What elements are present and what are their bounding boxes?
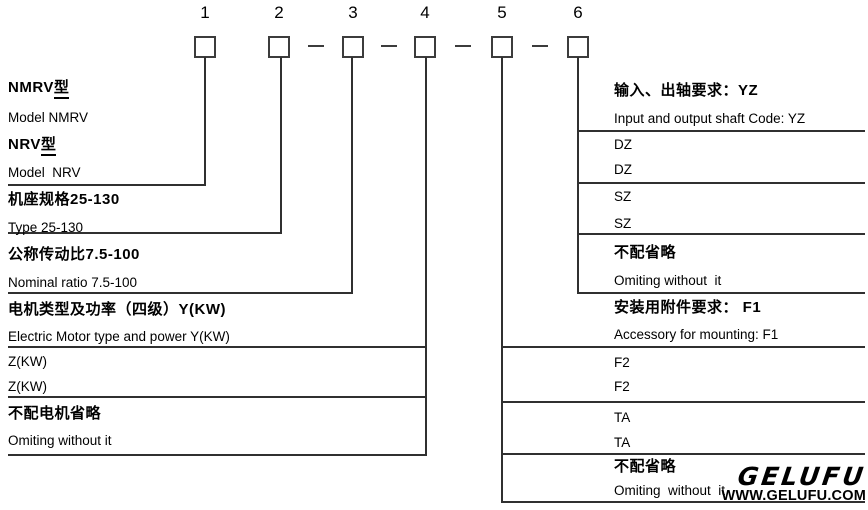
label-dz-1: DZ bbox=[614, 137, 632, 152]
group-separator-line bbox=[577, 233, 865, 235]
label-zkw-1: Z(KW) bbox=[8, 354, 47, 369]
group-separator-line bbox=[8, 346, 427, 348]
stem-line-1 bbox=[204, 57, 206, 186]
group-separator-line bbox=[8, 292, 353, 294]
label-nominal-ratio-cn: 公称传动比7.5-100 bbox=[8, 246, 140, 263]
position-number-6: 6 bbox=[573, 3, 583, 22]
label-model-nrv-en: Model NRV bbox=[8, 165, 81, 180]
label-ta-2: TA bbox=[614, 435, 631, 450]
stem-line-4 bbox=[425, 57, 427, 456]
model-type-suffix: 型 bbox=[53, 79, 70, 99]
position-number-4: 4 bbox=[420, 3, 430, 22]
label-model-nmrv-en: Model NMRV bbox=[8, 110, 89, 125]
stem-line-2 bbox=[280, 57, 282, 234]
label-dz-2: DZ bbox=[614, 162, 632, 177]
position-number-3: 3 bbox=[348, 3, 358, 22]
dash-separator bbox=[381, 45, 397, 47]
code-box-6 bbox=[567, 36, 589, 58]
model-type-suffix: 型 bbox=[40, 136, 57, 156]
group-separator-line bbox=[8, 232, 282, 234]
label-model-nmrv-cn: NMRV型 bbox=[8, 78, 70, 99]
position-number-5: 5 bbox=[497, 3, 507, 22]
code-box-4 bbox=[414, 36, 436, 58]
code-box-5 bbox=[491, 36, 513, 58]
label-omit-shaft-cn: 不配省略 bbox=[614, 244, 677, 261]
position-number-2: 2 bbox=[274, 3, 284, 22]
stem-line-5 bbox=[501, 57, 503, 503]
label-model-nrv-cn: NRV型 bbox=[8, 135, 57, 156]
model-name: NMRV bbox=[8, 79, 54, 96]
label-zkw-2: Z(KW) bbox=[8, 379, 47, 394]
group-separator-line bbox=[8, 184, 206, 186]
label-sz-1: SZ bbox=[614, 189, 632, 204]
label-shaft-code-cn: 输入、出轴要求：YZ bbox=[614, 82, 759, 99]
brand-logo-text: GELUFU bbox=[736, 462, 868, 491]
dash-separator bbox=[532, 45, 548, 47]
label-no-motor-en: Omiting without it bbox=[8, 433, 112, 448]
stem-line-6 bbox=[577, 57, 579, 294]
label-frame-size-cn: 机座规格25-130 bbox=[8, 191, 120, 208]
label-omit-shaft-en: Omiting without it bbox=[614, 273, 722, 288]
code-box-3 bbox=[342, 36, 364, 58]
label-accessory-cn: 安装用附件要求： F1 bbox=[614, 299, 762, 316]
label-accessory-en: Accessory for mounting: F1 bbox=[614, 327, 779, 342]
label-shaft-code-en: Input and output shaft Code: YZ bbox=[614, 111, 806, 126]
group-separator-line bbox=[577, 292, 865, 294]
label-omit-accessory-cn: 不配省略 bbox=[614, 458, 677, 475]
group-separator-line bbox=[8, 454, 427, 456]
label-motor-type-en: Electric Motor type and power Y(KW) bbox=[8, 329, 230, 344]
label-nominal-ratio-en: Nominal ratio 7.5-100 bbox=[8, 275, 138, 290]
stem-line-3 bbox=[351, 57, 353, 294]
label-omit-accessory-en: Omiting without it bbox=[614, 483, 726, 498]
group-separator-line bbox=[501, 346, 865, 348]
label-motor-type-cn: 电机类型及功率（四级）Y(KW) bbox=[8, 301, 226, 318]
label-f2-2: F2 bbox=[614, 379, 630, 394]
label-frame-size-en: Type 25-130 bbox=[8, 220, 84, 235]
brand-logo: GELUFU WWW.GELUFU.COM bbox=[700, 462, 868, 504]
group-separator-line bbox=[8, 396, 427, 398]
group-separator-line bbox=[501, 501, 865, 503]
label-sz-2: SZ bbox=[614, 216, 632, 231]
position-number-1: 1 bbox=[200, 3, 210, 22]
group-separator-line bbox=[577, 182, 865, 184]
label-f2-1: F2 bbox=[614, 355, 630, 370]
dash-separator bbox=[308, 45, 324, 47]
brand-website: WWW.GELUFU.COM bbox=[721, 488, 866, 504]
code-box-2 bbox=[268, 36, 290, 58]
label-no-motor-cn: 不配电机省略 bbox=[8, 405, 102, 422]
dash-separator bbox=[455, 45, 471, 47]
group-separator-line bbox=[501, 401, 865, 403]
group-separator-line bbox=[577, 130, 865, 132]
group-separator-line bbox=[501, 453, 865, 455]
code-box-1 bbox=[194, 36, 216, 58]
model-name: NRV bbox=[8, 136, 41, 153]
label-ta-1: TA bbox=[614, 410, 631, 425]
